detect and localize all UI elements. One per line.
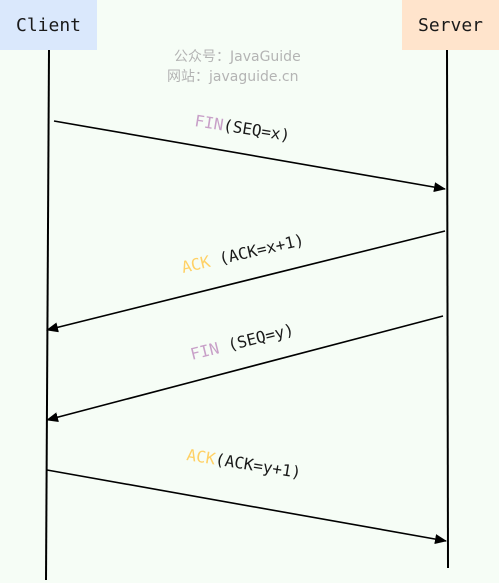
client-actor-box: Client bbox=[0, 0, 97, 50]
client-lifeline bbox=[45, 49, 50, 581]
message-label-4: ACK(ACK=y+1) bbox=[185, 445, 302, 482]
message-arrow-4 bbox=[46, 469, 447, 544]
message-keyword-2: ACK bbox=[180, 252, 213, 277]
message-detail-1: (SEQ=x) bbox=[222, 116, 292, 145]
message-label-3: FIN (SEQ=y) bbox=[188, 320, 295, 364]
message-detail-3: (SEQ=y) bbox=[216, 320, 295, 357]
watermark-wechat: 公众号：JavaGuide bbox=[174, 49, 301, 65]
server-lifeline bbox=[446, 49, 449, 569]
message-keyword-1: FIN bbox=[193, 111, 225, 134]
message-arrow-2 bbox=[46, 230, 446, 333]
watermark-website: 网站：javaguide.cn bbox=[167, 69, 299, 85]
server-actor-box: Server bbox=[402, 0, 499, 50]
message-arrow-1 bbox=[53, 120, 446, 193]
message-detail-4: (ACK=y+1) bbox=[214, 450, 303, 482]
client-label: Client bbox=[15, 14, 82, 36]
message-detail-2: (ACK=x+1) bbox=[208, 230, 306, 270]
message-label-1: FIN(SEQ=x) bbox=[193, 111, 291, 145]
message-keyword-4: ACK bbox=[185, 445, 217, 468]
message-keyword-3: FIN bbox=[188, 338, 221, 363]
message-arrow-3 bbox=[46, 315, 444, 423]
server-label: Server bbox=[417, 14, 484, 36]
